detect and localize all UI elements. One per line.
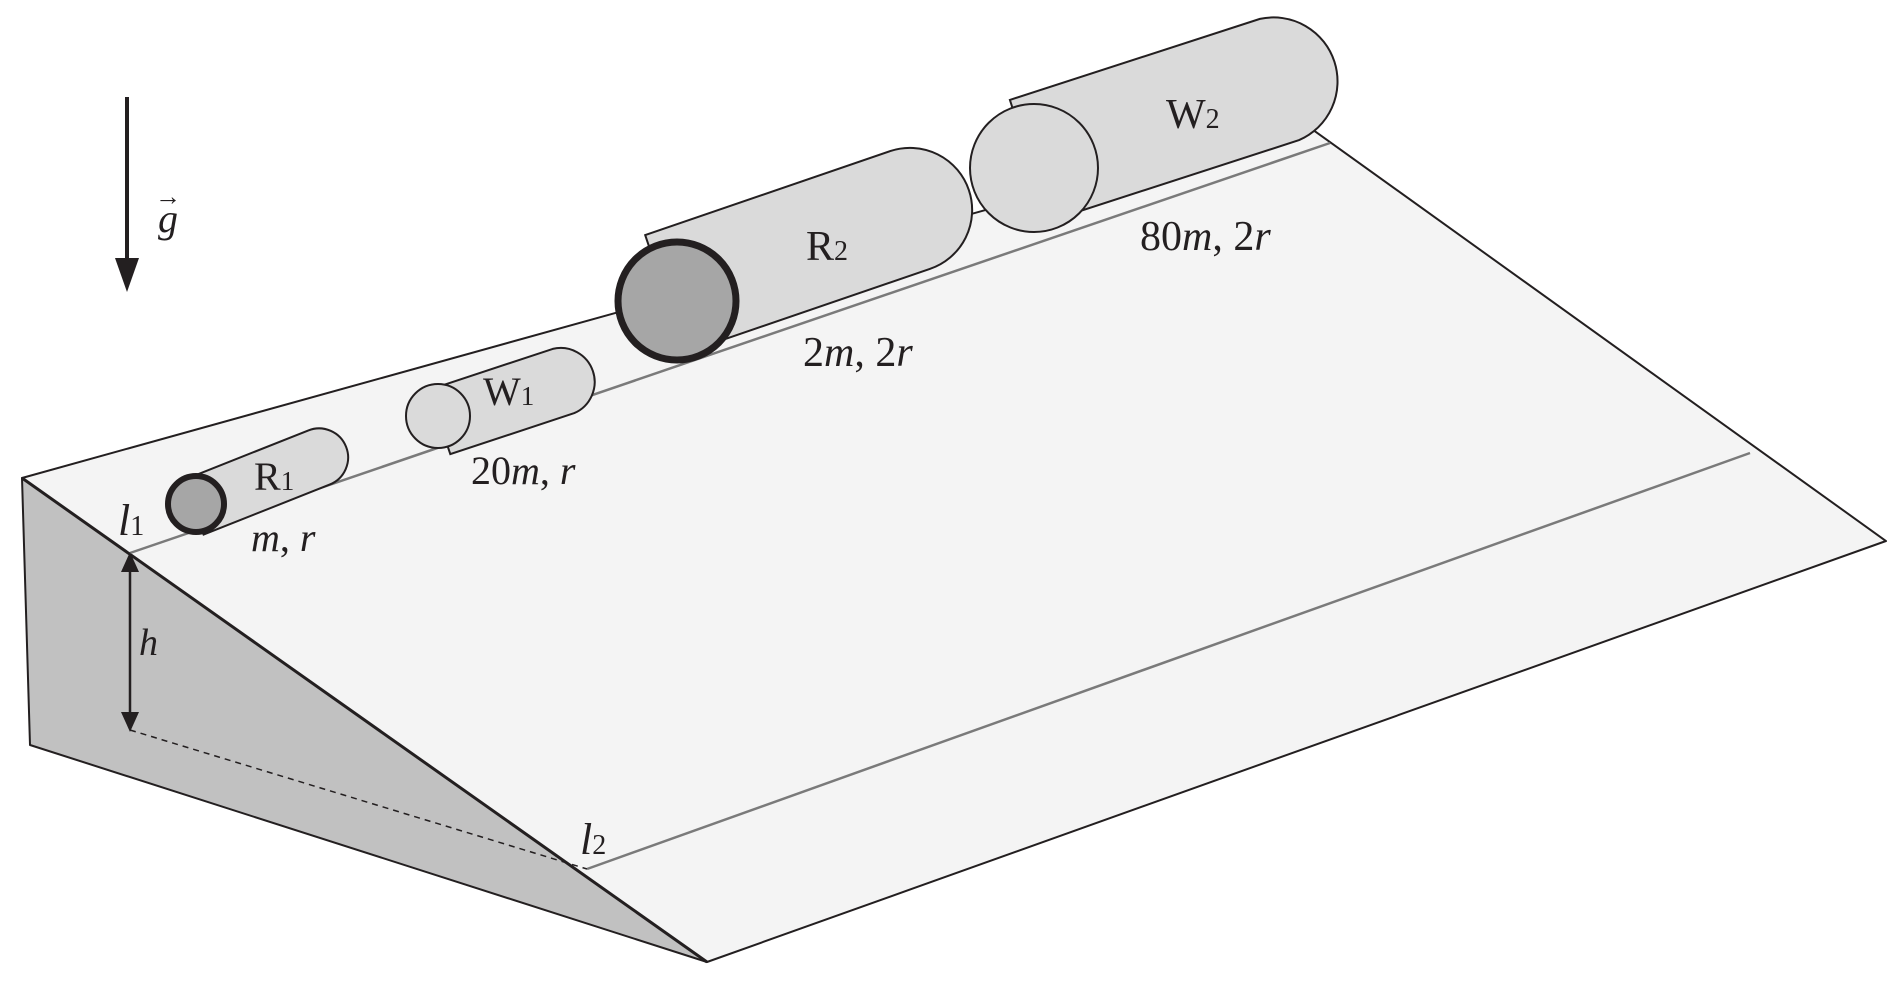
cylinder-w1-body xyxy=(427,346,596,456)
cylinder-r1 xyxy=(165,427,350,536)
gravity-label: g xyxy=(158,196,178,241)
cylinder-r2-end xyxy=(614,238,740,364)
cylinder-r2-name: R2 xyxy=(806,224,848,270)
height-arrow xyxy=(121,552,139,732)
line-l1-label: l1 xyxy=(118,496,144,545)
gravity-vector-mark: → xyxy=(155,182,181,211)
cylinder-w2-params: 80m, 2r xyxy=(1140,214,1271,260)
cylinder-r2 xyxy=(614,146,974,364)
height-label: h xyxy=(139,622,158,664)
line-l2-label: l2 xyxy=(580,815,606,864)
height-dashed-line xyxy=(129,729,588,870)
cylinder-w1-params: 20m, r xyxy=(471,448,576,493)
cylinder-r1-name: R1 xyxy=(254,454,294,499)
cylinder-w2-end xyxy=(969,103,1099,233)
cylinder-w1-name: W1 xyxy=(483,369,534,414)
gravity-arrow xyxy=(115,97,139,292)
line-l2 xyxy=(586,451,1751,871)
cylinder-r2-params: 2m, 2r xyxy=(803,330,913,376)
cylinder-r1-params: m, r xyxy=(251,515,316,560)
cylinder-w1-end xyxy=(405,383,471,449)
cylinder-w2-name: W2 xyxy=(1166,92,1220,138)
cylinder-w1 xyxy=(405,346,596,456)
ramp-front-edge xyxy=(21,476,708,964)
cylinder-w2 xyxy=(969,16,1339,233)
cylinder-r1-end xyxy=(165,473,227,535)
